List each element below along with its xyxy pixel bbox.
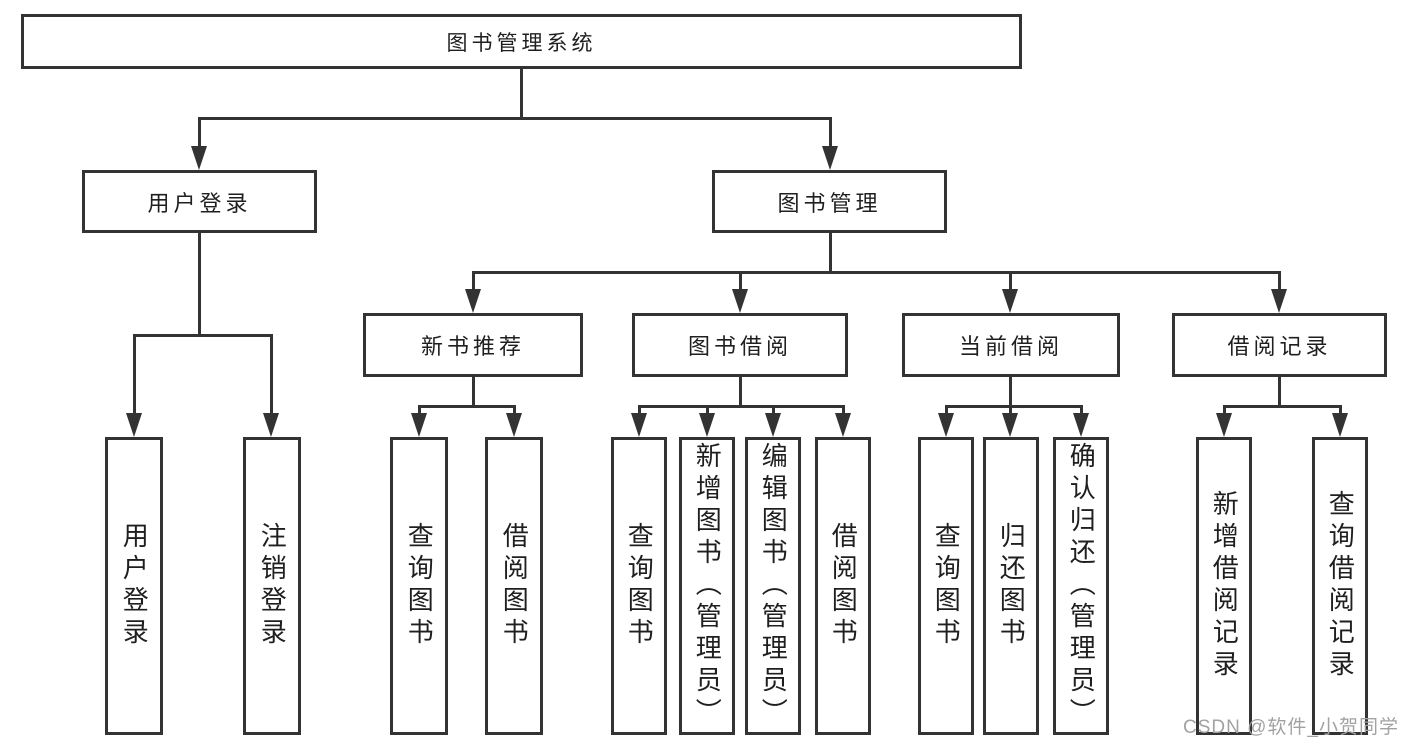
leaf-edit-books-admin-label: 编辑图书（管理员） [758,442,789,730]
leaf-logout: 注销登录 [243,437,301,735]
leaf-logout-label: 注销登录 [257,522,288,650]
leaf-query-borrow-record-label: 查询借阅记录 [1325,490,1356,682]
node-borrowing-records: 借阅记录 [1172,313,1387,377]
leaf-return-books-label: 归还图书 [996,522,1027,650]
leaf-query-books-recommend-label: 查询图书 [404,522,435,650]
leaf-edit-books-admin: 编辑图书（管理员） [745,437,801,735]
node-book-borrowing: 图书借阅 [632,313,848,377]
leaf-user-login-label: 用户登录 [119,522,150,650]
leaf-borrow-books-recommend-label: 借阅图书 [499,522,530,650]
leaf-confirm-return-admin: 确认归还（管理员） [1053,437,1109,735]
node-library-management-system: 图书管理系统 [21,14,1022,69]
leaf-query-books-current: 查询图书 [918,437,974,735]
leaf-add-books-admin-label: 新增图书（管理员） [692,442,723,730]
leaf-query-borrow-record: 查询借阅记录 [1312,437,1368,735]
leaf-borrow-books-label: 借阅图书 [828,522,859,650]
tree-edges [133,69,1342,416]
leaf-query-books-borrow-label: 查询图书 [624,522,655,650]
leaf-query-books-current-label: 查询图书 [931,522,962,650]
leaf-add-books-admin: 新增图书（管理员） [679,437,735,735]
node-new-book-recommendation: 新书推荐 [363,313,583,377]
leaf-query-books-recommend: 查询图书 [390,437,448,735]
leaf-query-books-borrow: 查询图书 [611,437,667,735]
leaf-user-login: 用户登录 [105,437,163,735]
csdn-watermark: CSDN @软件_小贺同学 [1183,717,1399,738]
leaf-return-books: 归还图书 [983,437,1039,735]
leaf-borrow-books-recommend: 借阅图书 [485,437,543,735]
node-current-borrowing: 当前借阅 [902,313,1120,377]
leaf-add-borrow-record: 新增借阅记录 [1196,437,1252,735]
leaf-borrow-books: 借阅图书 [815,437,871,735]
node-book-management: 图书管理 [712,170,947,233]
leaf-confirm-return-admin-label: 确认归还（管理员） [1066,442,1097,730]
arrowheads [126,146,1348,437]
leaf-add-borrow-record-label: 新增借阅记录 [1209,490,1240,682]
node-user-login: 用户登录 [82,170,317,233]
